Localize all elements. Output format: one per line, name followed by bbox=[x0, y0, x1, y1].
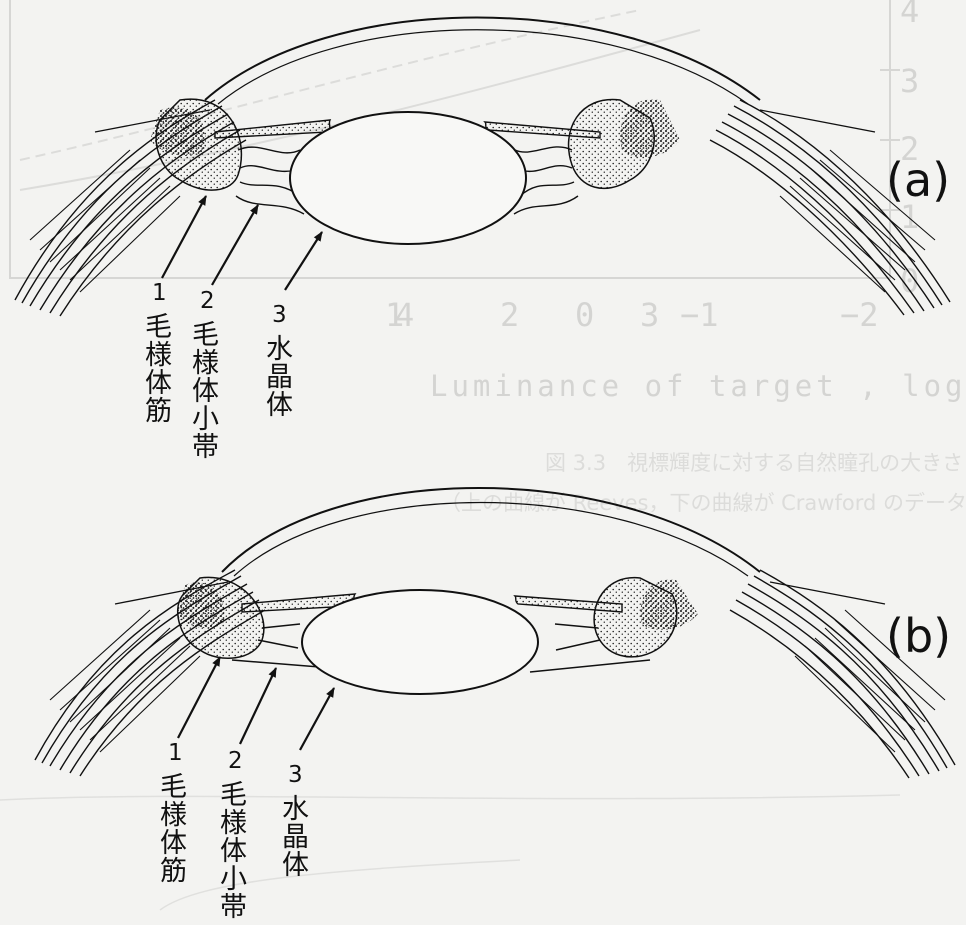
callout-arrow-2-b bbox=[240, 668, 276, 744]
callout-arrow-3-a bbox=[285, 232, 322, 290]
ghost-ytick: 4 bbox=[900, 0, 919, 30]
ghost-xtick: 2 bbox=[500, 296, 519, 334]
lens-a bbox=[290, 112, 526, 244]
ghost-xlabel: Luminance of target , log cd/m² bbox=[430, 369, 966, 403]
ghost-xtick: −1 bbox=[680, 296, 719, 334]
ghost-xtick: 4 bbox=[395, 296, 414, 334]
callout-number-1-b: 1 bbox=[168, 740, 183, 766]
callout-number-3-b: 3 bbox=[288, 762, 303, 788]
callout-label-lens-b: 水 晶 体 bbox=[282, 794, 318, 881]
ghost-caption-line2: （上の曲線が Reeves，下の曲線が Crawford のデータ） bbox=[440, 491, 966, 515]
callout-label-ciliary-muscle-b: 毛 様 体 筋 bbox=[160, 772, 196, 887]
ghost-xtick: 0 bbox=[575, 296, 594, 334]
callout-number-1-a: 1 bbox=[152, 280, 167, 306]
callout-arrow-1-b bbox=[178, 657, 220, 738]
panel-label-a: (a) bbox=[886, 153, 950, 207]
ghost-ytick: 3 bbox=[900, 62, 919, 100]
panel-label-b: (b) bbox=[886, 609, 951, 663]
callout-arrow-2-a bbox=[212, 205, 258, 285]
callout-label-ciliary-muscle-a: 毛 様 体 筋 bbox=[145, 312, 181, 427]
callout-arrow-3-b bbox=[300, 688, 334, 750]
callout-number-3-a: 3 bbox=[272, 302, 287, 328]
callout-label-ciliary-zonule-b: 毛 様 体 小 帯 bbox=[220, 780, 256, 923]
lens-b bbox=[302, 590, 538, 694]
callout-number-2-a: 2 bbox=[200, 288, 215, 314]
panel-b: (b) 1 毛 様 体 筋 2 毛 様 体 小 帯 3 水 晶 体 bbox=[35, 488, 955, 923]
ghost-xtick: 3 bbox=[640, 296, 659, 334]
cornea-inner bbox=[218, 30, 748, 104]
ghost-caption-line1: 図 3.3 視標輝度に対する自然瞳孔の大きさ bbox=[545, 451, 963, 475]
callout-label-ciliary-zonule-a: 毛 様 体 小 帯 bbox=[192, 320, 228, 463]
callout-number-2-b: 2 bbox=[228, 748, 243, 774]
ghost-xtick: −2 bbox=[840, 296, 879, 334]
callout-arrow-1-a bbox=[162, 196, 206, 278]
callout-label-lens-a: 水 晶 体 bbox=[266, 334, 302, 421]
